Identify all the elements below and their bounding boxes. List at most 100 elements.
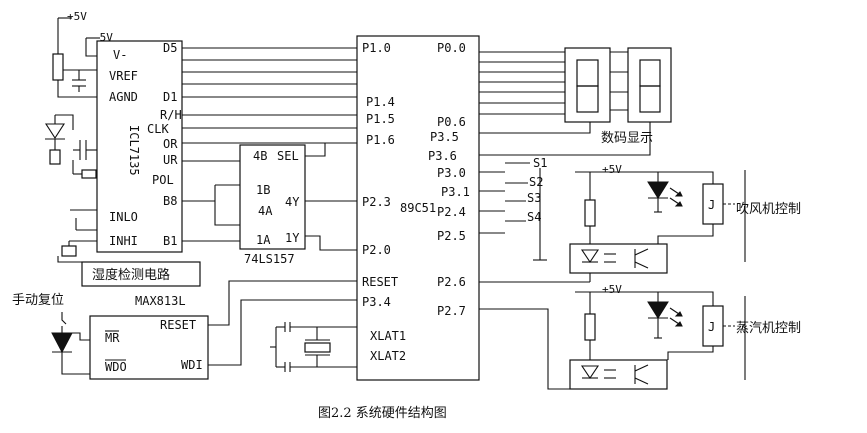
mux-pin-1b: 1B (256, 183, 270, 197)
icl-pin-or: OR (163, 137, 178, 151)
max813l-chip: MAX813L MR WDO RESET WDI (89, 280, 357, 380)
vref-resistor (52, 53, 64, 81)
blower-led (647, 181, 669, 199)
mcu-pin-p3-0: P3.0 (437, 166, 466, 180)
blower-relay-label: J (708, 198, 715, 212)
icl-pin-d1: D1 (163, 90, 177, 104)
manual-reset-label: 手动复位 (12, 293, 64, 308)
supply-network: +5V -5V (52, 10, 113, 98)
digit-1-lower (576, 85, 599, 113)
mcu-pin-p2-3: P2.3 (362, 195, 391, 209)
icl-pin-clk: CLK (147, 122, 169, 136)
icl-to-mcu-bus (182, 47, 357, 162)
mux-pin-1y: 1Y (285, 231, 300, 245)
vee-label: -5V (93, 31, 113, 44)
icl-pin-inhi: INHI (109, 234, 138, 248)
mcu-pin-p1-0: P1.0 (362, 41, 391, 55)
mux-pin-4a: 4A (258, 204, 273, 218)
crystal-oscillator (270, 322, 357, 372)
mcu-pin-xlat1: XLAT1 (370, 329, 406, 343)
mcu-pin-reset: RESET (362, 275, 398, 289)
icl7135-chip: V- VREF AGND INLO INHI D5 D1 R/H CLK OR … (96, 40, 183, 253)
max813-pin-wdi: WDI (181, 358, 203, 372)
humidity-box (81, 261, 201, 287)
humidity-circuit: 湿度检测电路 (81, 261, 201, 287)
mux-body (239, 144, 306, 250)
crystal (304, 342, 331, 353)
mcu-pin-p3-4: P3.4 (362, 295, 391, 309)
mux-wiring (182, 143, 357, 251)
mcu-pin-p1-6: P1.6 (366, 133, 395, 147)
max813-name: MAX813L (135, 294, 186, 308)
switch-s2: S2 (529, 175, 543, 189)
clamp-resistor (49, 149, 61, 165)
mcu-pin-p2-5: P2.5 (437, 229, 466, 243)
mcu-pin-p0-6: P0.6 (437, 115, 466, 129)
mcu-pin-p2-7: P2.7 (437, 304, 466, 318)
mcu-pin-p2-6: P2.6 (437, 275, 466, 289)
switches: S1 S2 S3 S4 (479, 156, 547, 261)
digit-1 (564, 47, 611, 123)
mux-pin-sel: SEL (277, 149, 299, 163)
icl-pin-vref: VREF (109, 69, 138, 83)
icl-pin-inlo: INLO (109, 210, 138, 224)
driver-blower: +5V J 吹风机控制 (479, 163, 801, 283)
steamer-optocoupler (569, 359, 668, 390)
switch-s3: S3 (527, 191, 541, 205)
mcu-pin-p1-5: P1.5 (366, 112, 395, 126)
steamer-led (647, 301, 669, 319)
digit-2-lower (639, 85, 661, 113)
humidity-label: 湿度检测电路 (92, 267, 170, 283)
mux-pin-4b: 4B (253, 149, 267, 163)
switch-s1: S1 (533, 156, 547, 170)
blower-label: 吹风机控制 (736, 202, 801, 217)
icl-pin-b8: B8 (163, 194, 177, 208)
mcu-pin-p3-6: P3.6 (428, 149, 457, 163)
max813-pin-mr: MR (105, 331, 120, 345)
integrator-resistor (81, 169, 97, 179)
input-resistor (61, 245, 77, 257)
icl-pin-rh: R/H (160, 108, 182, 122)
digit-2 (627, 47, 672, 123)
icl-pin-b1: B1 (163, 234, 177, 248)
mcu-pin-xlat2: XLAT2 (370, 349, 406, 363)
mcu-pin-p1-4: P1.4 (366, 95, 395, 109)
icl-pin-pol: POL (152, 173, 174, 187)
icl7135-body (96, 40, 183, 253)
blower-vcc: +5V (602, 163, 622, 176)
mcu-pin-p3-1: P3.1 (441, 185, 470, 199)
digit-2-upper (639, 59, 661, 87)
max813-body (89, 315, 209, 380)
icl-pin-agnd: AGND (109, 90, 138, 104)
max813-pin-reset: RESET (160, 318, 196, 332)
steamer-label: 蒸汽机控制 (736, 321, 801, 336)
switch-s4: S4 (527, 210, 541, 224)
steamer-relay-label: J (708, 320, 715, 334)
mux-pin-4y: 4Y (285, 195, 300, 209)
integrator-network (44, 114, 97, 179)
figure-caption: 图2.2 系统硬件结构图 (318, 406, 447, 421)
mux-74ls157: 4B SEL 1B 4A 4Y 1A 1Y 74LS157 (239, 144, 306, 266)
seven-seg-displays: 数码显示 (479, 47, 672, 156)
icl-pin-ur: UR (163, 153, 178, 167)
reset-diode (51, 332, 73, 354)
vcc-label: +5V (67, 10, 87, 23)
steamer-resistor (584, 313, 596, 341)
input-network (57, 209, 97, 263)
blower-resistor (584, 199, 596, 227)
mcu-pin-p2-0: P2.0 (362, 243, 391, 257)
mux-pin-1a: 1A (256, 233, 271, 247)
icl-name: ICL7135 (127, 125, 141, 176)
zener-diode (44, 123, 66, 140)
blower-optocoupler (569, 243, 668, 274)
max813-pin-wdo: WDO (105, 360, 127, 374)
mcu-body (356, 35, 480, 381)
driver-steamer: +5V J 蒸汽机控制 (479, 283, 801, 390)
steamer-vcc: +5V (602, 283, 622, 296)
mcu-pin-p0-0: P0.0 (437, 41, 466, 55)
mux-name: 74LS157 (244, 252, 295, 266)
digit-1-upper (576, 59, 599, 87)
mcu-name: 89C51 (400, 201, 436, 215)
mcu-pin-p2-4: P2.4 (437, 205, 466, 219)
